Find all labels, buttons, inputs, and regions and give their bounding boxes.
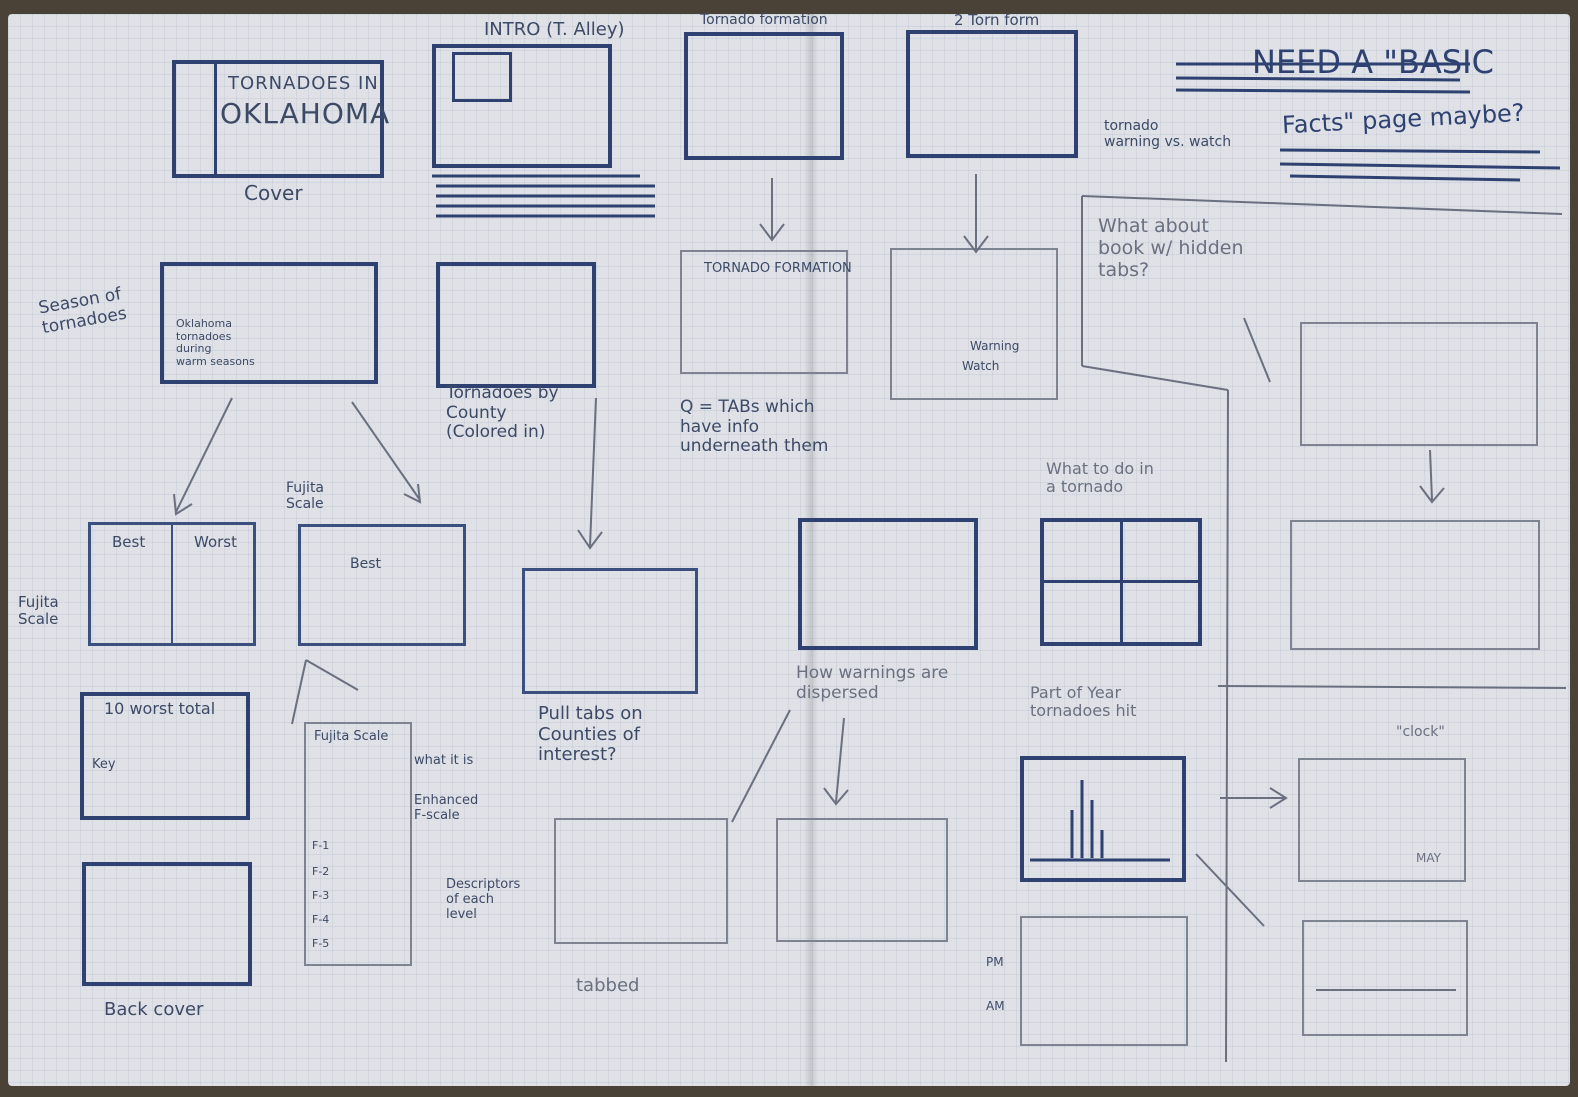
season-inner-text: Oklahoma tornadoes during warm seasons <box>176 317 255 368</box>
clock-caption: "clock" <box>1396 724 1445 740</box>
fujita-level-4: F-4 <box>312 913 330 926</box>
back-cover-thumbnail <box>82 862 252 986</box>
fujita-level-1: F-1 <box>312 839 330 852</box>
worst-total-thumbnail <box>80 692 250 820</box>
fujita-note-enhanced: Enhanced F-scale <box>414 793 479 823</box>
what-to-do-thumbnail <box>1040 518 1202 646</box>
county-caption: Tornadoes by County (Colored in) <box>446 383 559 443</box>
formation-caption: Tornado formation <box>700 12 828 28</box>
tabbed-thumbnail <box>554 818 728 944</box>
clock-thumbnail <box>1298 758 1466 882</box>
what-to-do-caption: What to do in a tornado <box>1046 459 1154 497</box>
fujita-note-what: what it is <box>414 753 474 768</box>
warning-label: Warning <box>970 339 1020 353</box>
fujita-spread-label: Fujita Scale <box>286 480 325 513</box>
hidden-tabs-book2 <box>1290 520 1540 650</box>
torn-form-side-note: tornado warning vs. watch <box>1104 118 1232 151</box>
fujita-page-thumbnail <box>304 722 412 966</box>
am-pm-thumbnail <box>1020 916 1188 1046</box>
warnings-bottom-thumbnail <box>776 818 948 942</box>
back-cover-caption: Back cover <box>104 999 204 1020</box>
sketchbook-page <box>8 14 1570 1086</box>
formation-top-thumbnail <box>684 32 844 160</box>
fujita-spread-best: Best <box>350 556 382 572</box>
fujita-side-label: Fujita Scale <box>18 593 59 629</box>
intro-caption: INTRO (T. Alley) <box>484 19 625 40</box>
pm-label: PM <box>986 955 1004 969</box>
torn-form-top-thumbnail <box>906 30 1078 158</box>
pull-tabs-thumbnail <box>522 568 698 694</box>
watch-label: Watch <box>962 359 1000 373</box>
torn-form-caption: 2 Torn form <box>954 11 1040 29</box>
formation-tabs-note: Q = TABs which have info underneath them <box>680 397 829 457</box>
formation-bottom-title: TORNADO FORMATION <box>704 261 852 276</box>
hidden-tabs-text: What about book w/ hidden tabs? <box>1098 215 1244 281</box>
best-label: Best <box>112 533 146 551</box>
cover-thumbnail <box>172 60 384 178</box>
cover-title-line1: TORNADOES IN <box>228 73 379 94</box>
intro-thumbnail <box>432 44 612 168</box>
hidden-tabs-book1 <box>1300 322 1538 446</box>
tabbed-caption: tabbed <box>576 975 640 996</box>
worst-total-key: Key <box>92 757 116 772</box>
warnings-thumbnail <box>798 518 978 650</box>
clock-month: MAY <box>1416 851 1441 865</box>
pull-tabs-caption: Pull tabs on Counties of interest? <box>538 703 643 766</box>
warnings-caption: How warnings are dispersed <box>796 663 949 703</box>
fujita-level-5: F-5 <box>312 937 330 950</box>
timeline-thumbnail <box>1302 920 1468 1036</box>
part-of-year-caption: Part of Year tornadoes hit <box>1030 683 1137 721</box>
fujita-level-2: F-2 <box>312 865 330 878</box>
worst-label: Worst <box>194 533 237 551</box>
county-thumbnail <box>436 262 596 388</box>
fujita-page-title: Fujita Scale <box>314 729 389 744</box>
am-label: AM <box>986 999 1005 1013</box>
need-basic-line1: NEED A "BASIC <box>1252 43 1494 81</box>
fujita-note-descriptors: Descriptors of each level <box>446 877 521 922</box>
worst-total-title: 10 worst total <box>104 699 216 718</box>
season-thumbnail <box>160 262 378 384</box>
intro-inset <box>452 52 512 102</box>
fujita-spread-thumbnail <box>298 524 466 646</box>
cover-caption: Cover <box>244 181 303 205</box>
best-worst-thumbnail <box>88 522 256 646</box>
cover-title-line2: OKLAHOMA <box>220 97 391 130</box>
fujita-level-3: F-3 <box>312 889 330 902</box>
part-of-year-thumbnail <box>1020 756 1186 882</box>
formation-bottom-thumbnail <box>680 250 848 374</box>
